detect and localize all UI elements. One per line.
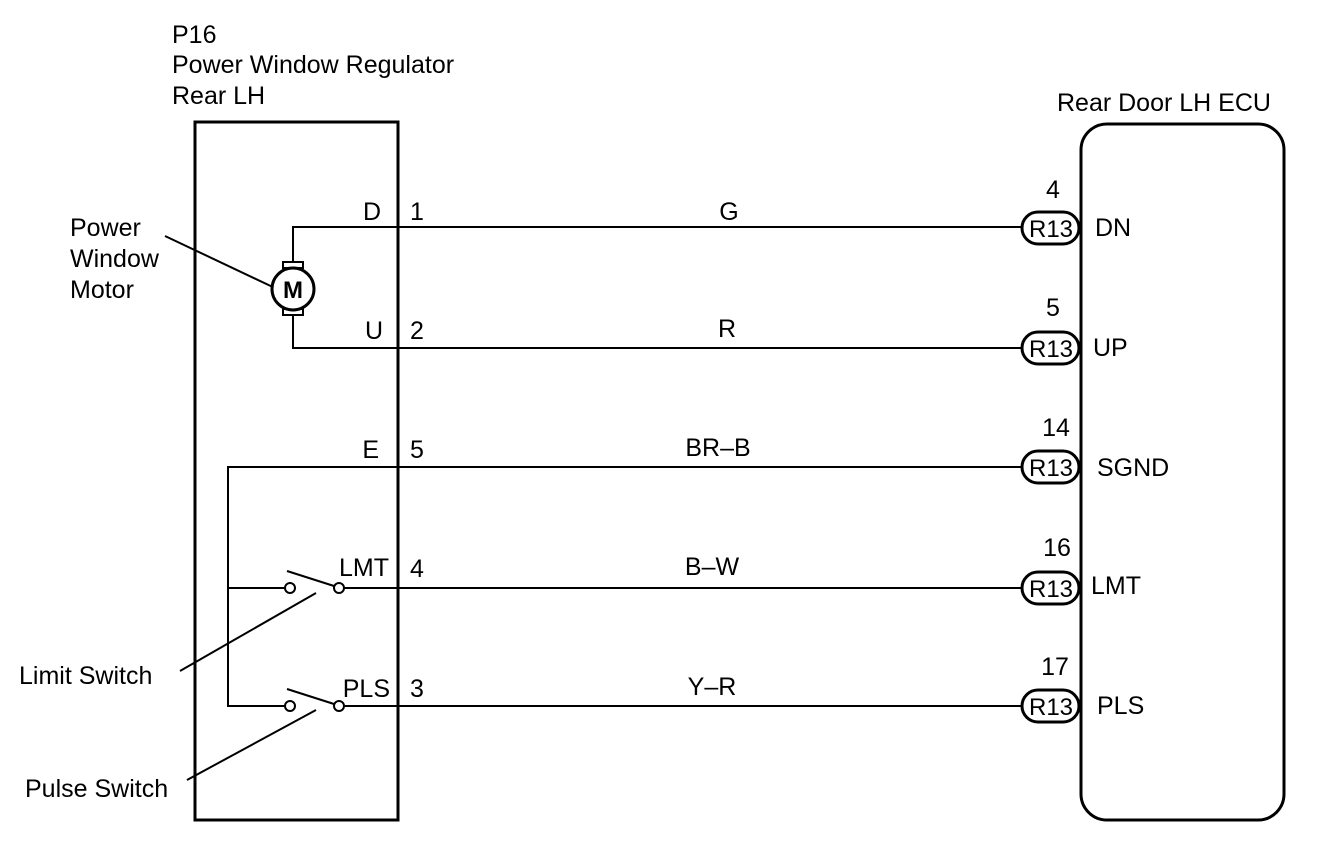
pulse-switch: Pulse Switch [25,688,398,803]
ecu-terminal: PLS [1097,692,1144,720]
wire-row-lmt: LMT 4 B–W 16 R13 LMT [339,534,1141,606]
wire-color: G [719,198,738,226]
connector-label: R13 [1029,336,1073,363]
wire-row-dn: D 1 G 4 R13 DN [363,176,1131,246]
limit-switch: Limit Switch [19,570,398,690]
regulator-terminal: D [363,198,381,226]
connector-label: R13 [1029,694,1073,721]
regulator-pin: 5 [410,436,424,464]
regulator-code: P16 [172,21,216,49]
pulse-switch-label: Pulse Switch [25,775,168,803]
ecu-pin: 4 [1046,176,1060,204]
regulator-terminal: LMT [339,554,389,582]
connector-shape [1020,330,1081,366]
connector-label: R13 [1029,455,1073,482]
regulator-pin: 2 [410,317,424,345]
wire-color: BR–B [685,434,750,462]
wire-row-up: U 2 R 5 R13 UP [365,294,1128,366]
wire-color: B–W [685,553,740,581]
ecu-pin: 5 [1046,294,1060,322]
ecu-terminal: DN [1095,214,1131,242]
ecu-title: Rear Door LH ECU [1057,89,1271,117]
connector-label: R13 [1029,216,1073,243]
regulator-subtitle: Rear LH [172,82,265,110]
connector-label: R13 [1029,576,1073,603]
connector-shape [1020,688,1081,724]
regulator-box [193,120,400,822]
wire-row-sgnd: E 5 BR–B 14 R13 SGND [362,414,1169,485]
motor-wiring [292,226,398,349]
regulator-terminal: PLS [343,675,390,703]
wire-row-pls: PLS 3 Y–R 17 R13 PLS [343,653,1144,724]
ground-bus [227,466,398,707]
wire-color: Y–R [688,673,737,701]
regulator-terminal: E [362,436,379,464]
motor-label-line1: Power [70,214,141,242]
motor-leader-line [164,235,278,290]
motor-symbol-letter: M [283,277,303,304]
ecu-box [1079,122,1286,822]
motor-label-line2: Window [70,245,160,273]
ecu-terminal: SGND [1097,454,1169,482]
regulator-pin: 1 [410,198,424,226]
limit-switch-label: Limit Switch [19,662,152,690]
motor-label-line3: Motor [70,276,134,304]
ecu-pin: 17 [1041,653,1069,681]
ecu-terminal: UP [1093,334,1128,362]
regulator-terminal: U [365,317,383,345]
motor-symbol [270,266,316,312]
ecu-pin: 16 [1043,534,1071,562]
ecu-pin: 14 [1042,414,1070,442]
regulator-pin: 3 [410,675,424,703]
connector-shape [1020,570,1081,606]
power-window-motor: Power Window Motor M [70,214,398,349]
connector-shape [1020,210,1081,246]
ecu-terminal: LMT [1091,572,1141,600]
regulator-title: Power Window Regulator [172,51,454,79]
wire-color: R [718,315,736,343]
connector-shape [1020,449,1081,485]
regulator-pin: 4 [410,555,424,583]
